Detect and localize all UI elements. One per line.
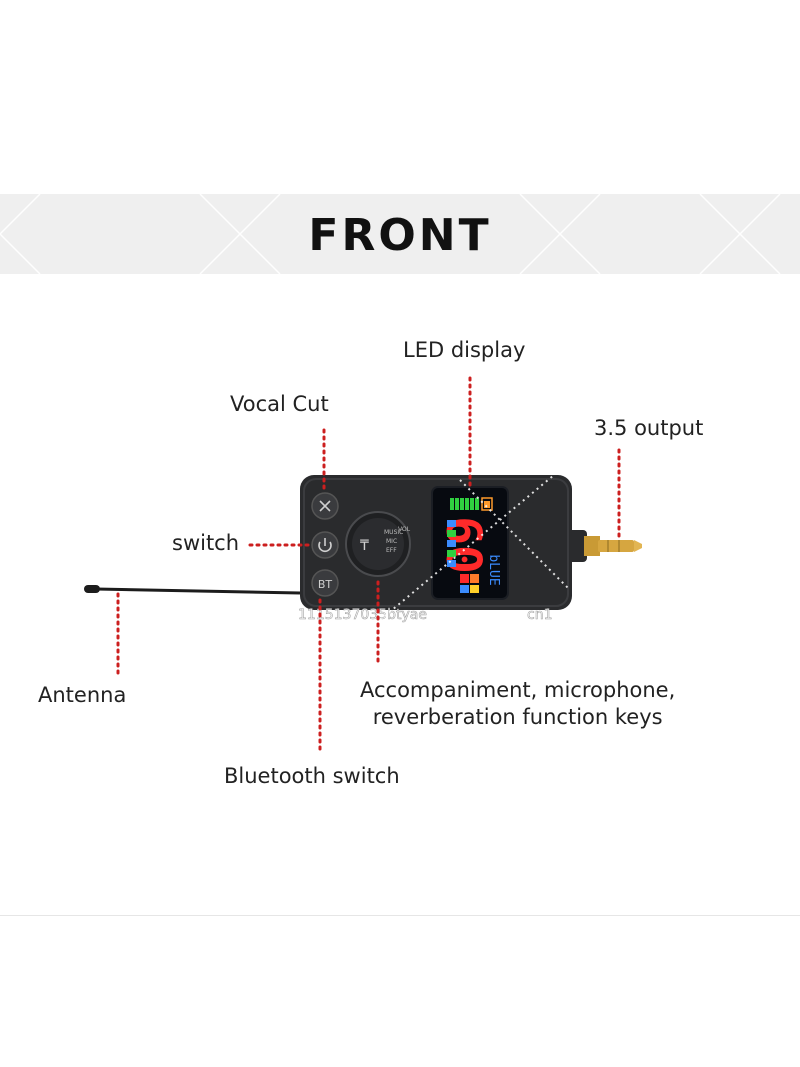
power-button[interactable]: [311, 531, 339, 559]
display-number: 60: [435, 516, 491, 574]
watermark-text: 1115137035btyae: [298, 607, 427, 623]
page-title: FRONT: [308, 210, 492, 261]
leader-lines: [116, 376, 621, 754]
led-display: 60 bLUE: [431, 486, 509, 600]
label-output: 3.5 output: [594, 416, 704, 440]
bt-button-label: BT: [318, 578, 333, 591]
label-antenna: Antenna: [38, 683, 127, 707]
vocal-cut-button[interactable]: [311, 492, 339, 520]
knob-symbol-icon: ₸: [360, 538, 369, 554]
label-function-keys: Accompaniment, microphone, reverberation…: [360, 677, 675, 731]
label-led-display: LED display: [403, 338, 526, 362]
knob-label-eff: EFF: [386, 547, 397, 554]
footer-divider: [0, 915, 800, 916]
banner-pattern: [0, 194, 781, 274]
watermark-text-right: cn1: [527, 607, 552, 623]
label-bluetooth-switch: Bluetooth switch: [224, 764, 400, 788]
audio-jack: [565, 530, 642, 562]
title-banner: [0, 194, 800, 274]
knob-label-mic: MIC: [386, 538, 397, 545]
knob-label-vol: VOL: [398, 526, 411, 533]
knob-label-music: MUSIC: [384, 529, 403, 536]
label-function-keys-line1: Accompaniment, microphone,: [360, 678, 676, 702]
antenna: [84, 585, 301, 595]
function-knob[interactable]: ₸ MUSIC MIC EFF VOL: [345, 511, 411, 577]
bluetooth-button[interactable]: BT: [311, 569, 339, 597]
label-vocal-cut: Vocal Cut: [230, 392, 329, 416]
label-switch: switch: [172, 531, 240, 555]
display-text: bLUE: [486, 554, 501, 585]
label-function-keys-line2: reverberation function keys: [372, 705, 663, 729]
